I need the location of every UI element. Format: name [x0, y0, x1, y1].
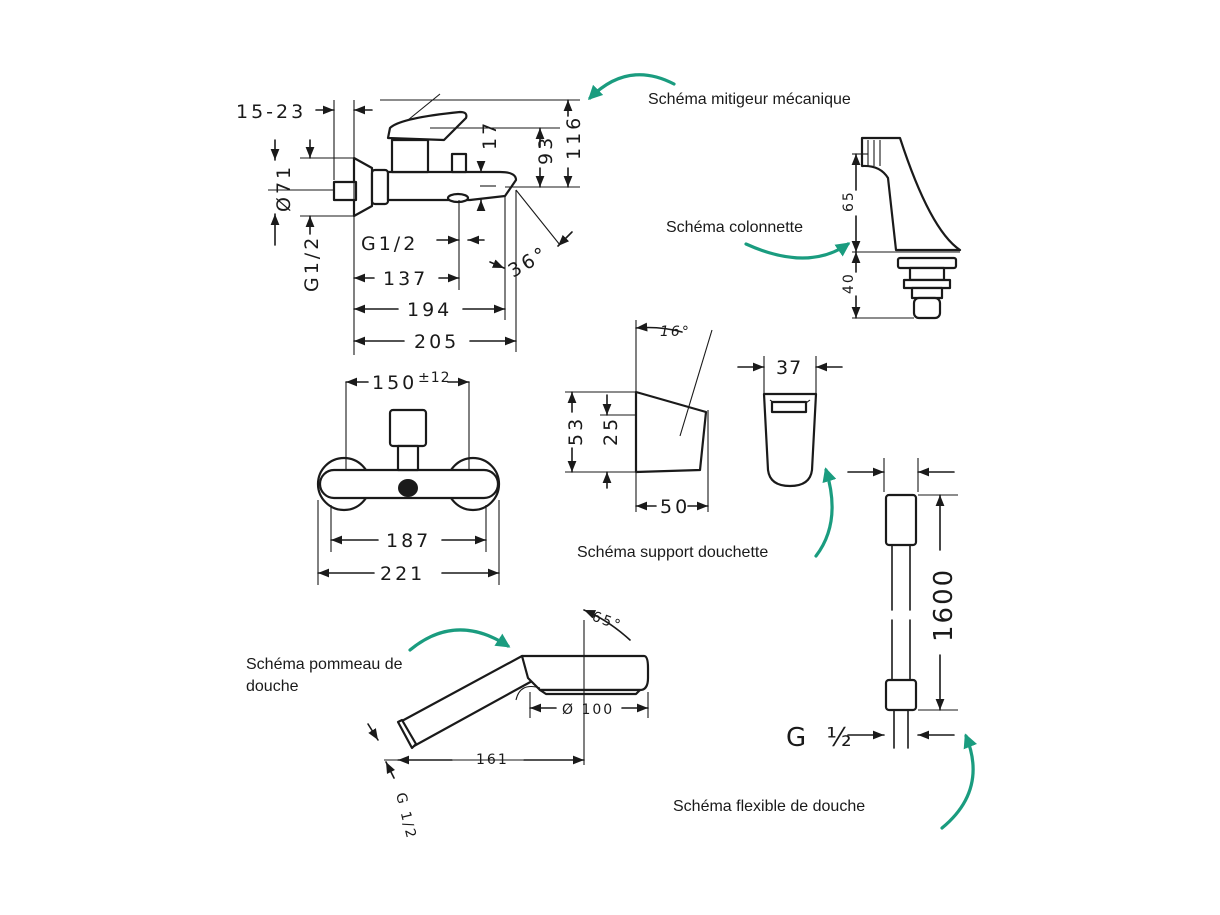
holder-view: 16° 53 25 50 37 [565, 320, 843, 518]
hose-view: 1600 G ½ [786, 458, 959, 753]
shower-head-view: Ø 100 161 65° G 1/2 [367, 609, 650, 841]
dim-221: 221 [380, 563, 425, 585]
column-view: 65 40 [841, 136, 962, 320]
arrow-column [744, 242, 851, 260]
dim-g12-hose: G ½ [786, 723, 858, 753]
dim-36: 36° [505, 242, 553, 282]
dim-25: 25 [600, 416, 622, 446]
dim-65: 65 [841, 190, 857, 212]
dim-161: 161 [476, 752, 509, 768]
arrow-head [408, 628, 511, 652]
caption-hose: Schéma flexible de douche [673, 798, 865, 815]
dim-16: 16° [660, 324, 691, 340]
caption-mixer: Schéma mitigeur mécanique [648, 91, 851, 108]
dim-15-23: 15-23 [236, 101, 306, 123]
dim-65-head: 65° [590, 609, 624, 635]
arrow-mixer [587, 73, 676, 101]
dim-205: 205 [414, 331, 459, 353]
caption-column: Schéma colonnette [666, 219, 803, 236]
dim-100: Ø 100 [562, 702, 614, 718]
caption-head-line2: douche [246, 678, 299, 695]
caption-head-line1: Schéma pommeau de [246, 656, 403, 673]
dim-37: 37 [776, 357, 802, 379]
caption-holder: Schéma support douchette [577, 544, 768, 561]
dim-g12: G1/2 [361, 233, 418, 255]
arrow-hose [940, 733, 978, 830]
dim-50: 50 [660, 496, 690, 518]
dim-g12-left: G1/2 [301, 235, 323, 292]
dim-150: 150 [372, 372, 417, 394]
dim-187: 187 [386, 530, 431, 552]
dim-40: 40 [841, 272, 857, 294]
dim-93: 93 [535, 135, 557, 165]
annotation-arrows [408, 73, 978, 830]
dim-194: 194 [407, 299, 452, 321]
dim-1600: 1600 [929, 568, 959, 642]
arrow-holder [814, 467, 837, 558]
dim-17: 17 [479, 120, 501, 150]
dim-71: Ø71 [273, 164, 295, 212]
dim-116: 116 [563, 115, 585, 160]
mixer-side-view: 15-23 Ø71 G1/2 17 93 116 G1/2 36° 137 [236, 93, 585, 355]
captions: Schéma mitigeur mécanique Schéma colonne… [246, 91, 865, 815]
dim-g12-head: G 1/2 [392, 791, 419, 841]
dim-150-tolerance: ±12 [418, 370, 451, 386]
dim-53: 53 [565, 416, 587, 446]
mixer-front-view: 150 ±12 187 221 [316, 370, 501, 585]
dim-137: 137 [383, 268, 428, 290]
